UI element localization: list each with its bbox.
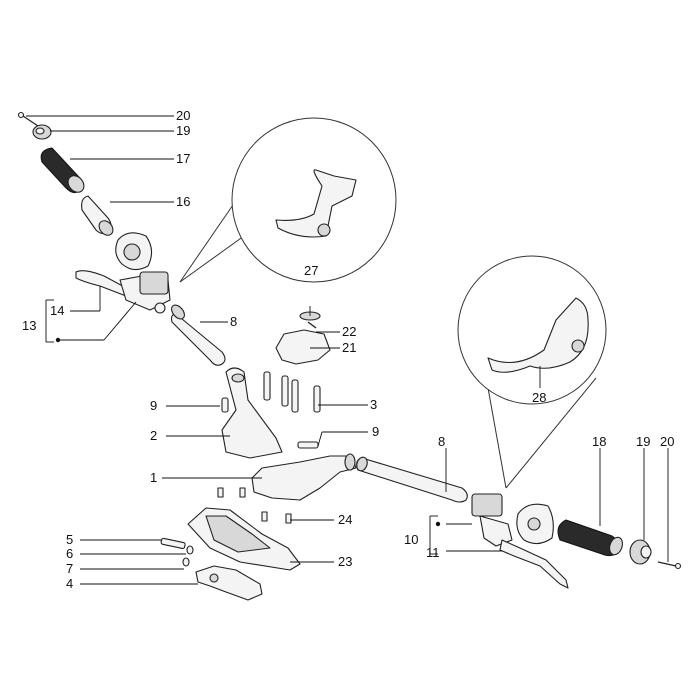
part-17-grip-left [40, 147, 85, 194]
label-part-4: 4 [66, 576, 73, 591]
part-20-screw-left [17, 111, 39, 127]
label-part-9-left: 9 [150, 398, 157, 413]
label-part-20-left: 20 [176, 108, 190, 123]
part-8-bar-tube-left [170, 304, 226, 366]
label-part-18: 18 [592, 434, 606, 449]
part-8-bar-tube-right [356, 456, 468, 503]
label-part-8-right: 8 [438, 434, 445, 449]
part-19-bar-end-left [32, 124, 52, 140]
label-part-10: 10 [404, 532, 418, 547]
part-10-master-cylinder-right [471, 493, 513, 547]
part-14-left-lever-assembly [75, 270, 171, 314]
label-part-20-right: 20 [660, 434, 674, 449]
label-part-8-left: 8 [230, 314, 237, 329]
label-part-11: 11 [426, 545, 440, 560]
callout-27-magnified-view [179, 117, 397, 283]
part-5-6-7-bolts-washers [160, 537, 194, 567]
label-part-27: 27 [304, 263, 318, 278]
part-24-bolts [217, 487, 292, 524]
part-18-grip-right [557, 519, 623, 557]
part-3-bolts [263, 371, 321, 413]
callout-28-magnified-view [457, 255, 607, 489]
label-part-23: 23 [338, 554, 352, 569]
label-part-22: 22 [342, 324, 356, 339]
label-part-1: 1 [150, 470, 157, 485]
leader-lines [26, 115, 669, 585]
label-part-3: 3 [370, 397, 377, 412]
label-part-16: 16 [176, 194, 190, 209]
part-number-labels: 20 19 17 16 14 13 8 27 22 21 3 9 2 9 1 2… [22, 108, 674, 591]
label-part-17: 17 [176, 151, 190, 166]
label-part-24: 24 [338, 512, 352, 527]
left-switch-housing [115, 232, 153, 271]
part-2-riser-bracket [221, 367, 283, 459]
part-21-top-clamp [275, 311, 331, 365]
label-part-7: 7 [66, 561, 73, 576]
part-11-brake-lever-right [499, 539, 569, 589]
part-22-screw [307, 321, 317, 329]
label-part-21: 21 [342, 340, 356, 355]
label-part-6: 6 [66, 546, 73, 561]
label-part-28: 28 [532, 390, 546, 405]
part-20-screw-right [657, 561, 682, 570]
label-part-13: 13 [22, 318, 36, 333]
label-part-5: 5 [66, 532, 73, 547]
part-23-lower-cover [187, 507, 301, 571]
part-16-throttle-tube [81, 195, 114, 236]
right-switch-housing [516, 503, 554, 545]
part-4-mount-bracket [195, 565, 263, 601]
part-1-center-clamp-body [251, 453, 357, 501]
part-19-bar-end-right [629, 539, 652, 565]
label-part-19-left: 19 [176, 123, 190, 138]
label-part-14: 14 [50, 303, 64, 318]
label-part-2: 2 [150, 428, 157, 443]
label-part-9-right: 9 [372, 424, 379, 439]
label-part-19-right: 19 [636, 434, 650, 449]
